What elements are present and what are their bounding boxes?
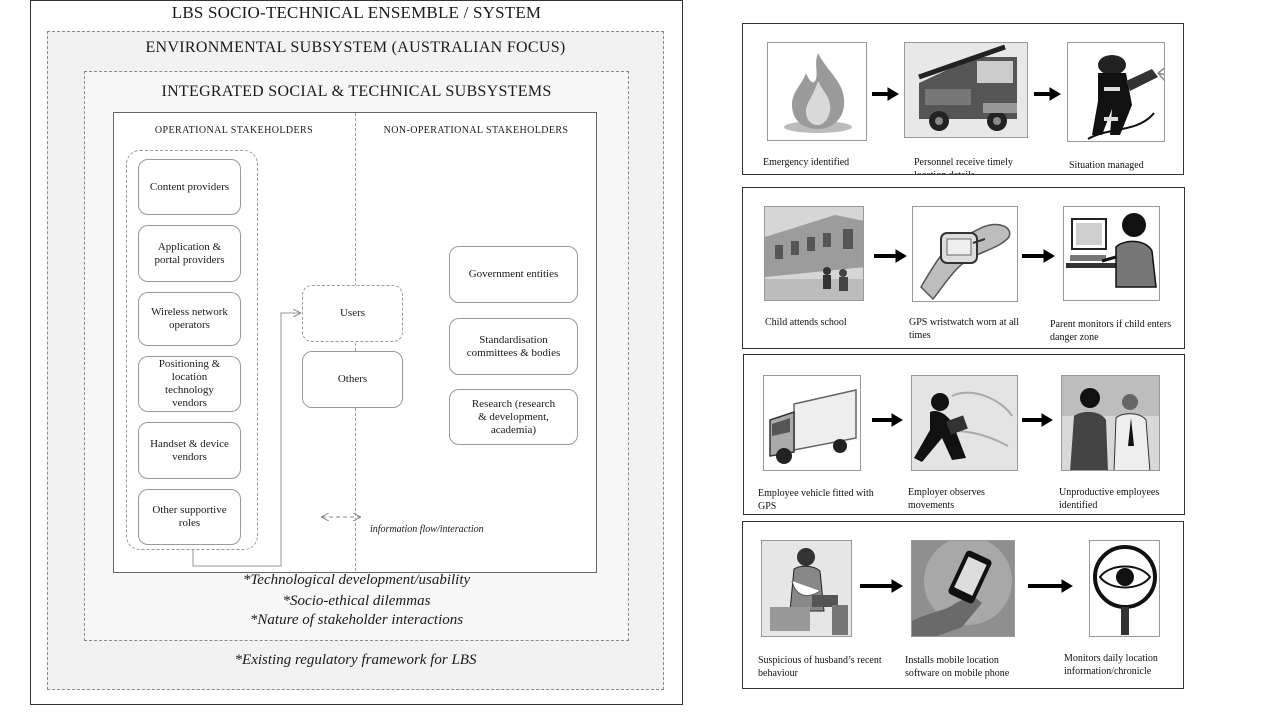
scenario-caption: Suspicious of husband’s recent behaviour (758, 655, 882, 679)
box-line: roles (178, 517, 201, 529)
right-arrow-icon (874, 249, 907, 263)
inner-note: *Technological development/usability (242, 572, 471, 588)
stakeholder-box: Research (research& development, academi… (449, 389, 578, 445)
users-label: Users (339, 307, 366, 319)
box-line: portal providers (154, 253, 225, 266)
school-icon (764, 206, 864, 301)
box-line: Positioning & (158, 358, 221, 370)
others-label: Others (337, 373, 368, 385)
right-arrow-icon (872, 87, 899, 101)
box-line: committees & bodies (466, 346, 561, 359)
outer-note: *Existing regulatory framework for LBS (234, 652, 477, 668)
right-arrow-icon (860, 579, 903, 593)
operational-stakeholders-header: OPERATIONAL STAKEHOLDERS (154, 125, 314, 136)
right-arrow-icon (1028, 579, 1073, 593)
box-line: Government entities (468, 268, 559, 280)
connector-lines (192, 0, 700, 567)
users-box: Users (302, 285, 403, 342)
scenario-caption: Unproductive employees identified (1059, 487, 1160, 511)
box-line: operators (169, 319, 210, 331)
diagram-title: LBS SOCIO-TECHNICAL ENSEMBLE / SYSTEM (171, 3, 542, 22)
info-flow-label: information flow/interaction (370, 524, 484, 535)
box-line: Standardisation (479, 333, 548, 346)
right-arrow-icon (872, 413, 903, 427)
box-line: Wireless network (151, 306, 228, 318)
employer-observing-icon (911, 375, 1018, 471)
box-line: & development, academia) (478, 410, 549, 436)
stakeholder-box: Content providers (138, 159, 241, 215)
scenario-caption: Employer observes movements (908, 487, 985, 511)
box-line: Research (research (471, 397, 556, 410)
box-line: Other supportive (152, 504, 227, 516)
firefighter-icon (1067, 42, 1165, 142)
scenario-caption: Monitors daily location information/chro… (1064, 653, 1158, 677)
right-arrow-icon (1022, 413, 1053, 427)
mobile-phone-icon (911, 540, 1015, 637)
stakeholder-box: Application &portal providers (138, 225, 241, 282)
fire-truck-icon (904, 42, 1028, 138)
environmental-subsystem-title: ENVIRONMENTAL SUBSYSTEM (AUSTRALIAN FOCU… (145, 39, 566, 56)
parent-at-computer-icon (1063, 206, 1160, 301)
box-line: Content providers (149, 180, 230, 193)
right-arrow-icon (1034, 87, 1061, 101)
stakeholder-box: Positioning &location technology vendors (138, 356, 241, 412)
box-line: location technology vendors (165, 371, 214, 409)
inner-note: *Socio-ethical dilemmas (282, 593, 431, 609)
scenario-caption: Situation managed (1069, 160, 1144, 171)
eye-magnifier-icon (1089, 540, 1160, 637)
scenario-caption: Employee vehicle fitted with GPS (758, 488, 874, 512)
scenario-caption: Parent monitors if child enters danger z… (1050, 319, 1172, 343)
box-line: vendors (172, 450, 207, 463)
box-line: Application & (157, 240, 222, 253)
scenario-caption: GPS wristwatch worn at all times (909, 317, 1019, 341)
employees-icon (1061, 375, 1160, 471)
fire-icon (767, 42, 867, 141)
scenario-caption: Installs mobile location software on mob… (905, 655, 1010, 679)
right-arrow-icon (1022, 249, 1055, 263)
stakeholder-divider (355, 113, 356, 571)
operational-stakeholders-group (126, 150, 258, 550)
scenario-caption: Personnel receive timely location detail… (914, 157, 1013, 174)
inner-note: *Nature of stakeholder interactions (249, 612, 464, 628)
truck-icon (763, 375, 861, 471)
scenario-caption: Emergency identified (763, 157, 850, 168)
integrated-subsystems-title: INTEGRATED SOCIAL & TECHNICAL SUBSYSTEMS (161, 83, 552, 100)
woman-icon (761, 540, 852, 637)
stakeholder-box: Government entities (449, 246, 578, 303)
others-box: Others (302, 351, 403, 408)
scenario-caption: Child attends school (765, 317, 847, 328)
box-line: Handset & device (150, 437, 229, 450)
non-operational-stakeholders-header: NON-OPERATIONAL STAKEHOLDERS (383, 125, 569, 136)
gps-wristwatch-icon (912, 206, 1018, 302)
